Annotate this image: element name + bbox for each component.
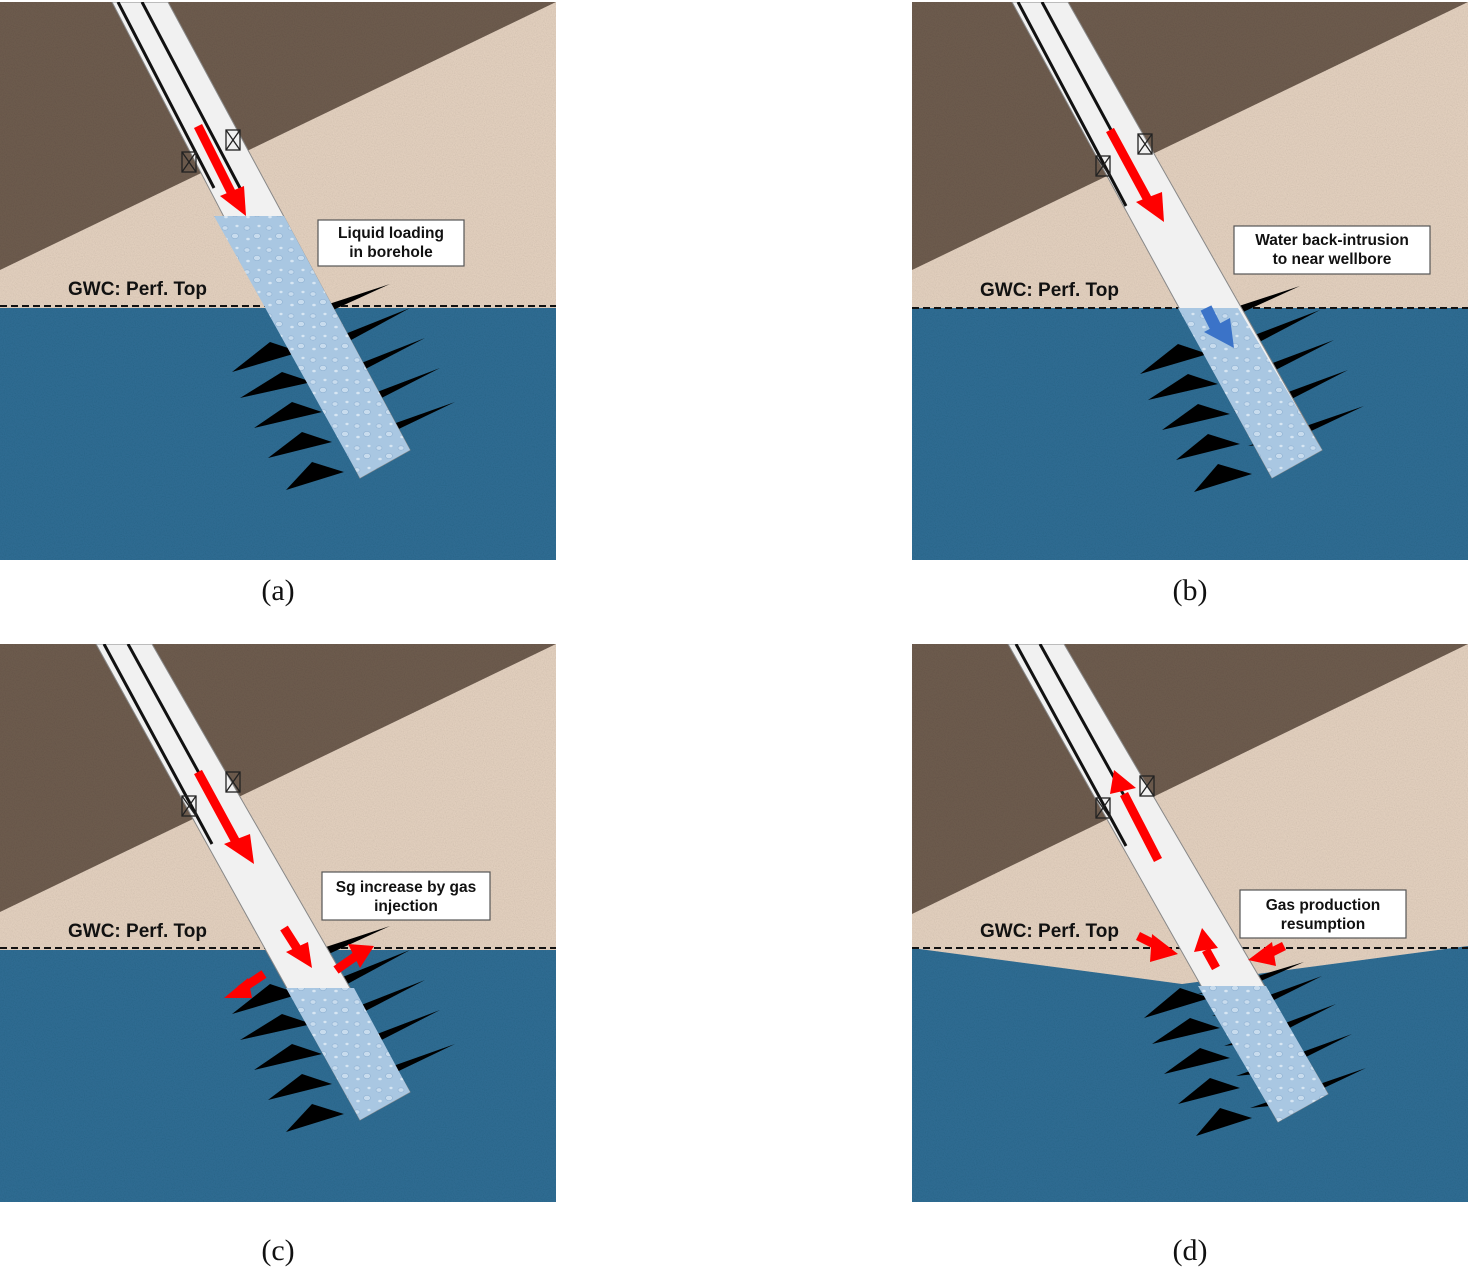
diagram-b: Water back-intrusion to near wellbore GW… [912,2,1468,560]
red-arrow-icon [224,970,267,998]
diagram-a: Liquid loading in borehole GWC: Perf. To… [0,2,556,560]
gwc-label: GWC: Perf. Top [68,921,207,942]
gwc-label: GWC: Perf. Top [980,921,1119,942]
red-arrow-icon [280,925,312,968]
caption-a: (a) [261,574,295,607]
panel-a: Liquid loading in borehole GWC: Perf. To… [0,2,556,560]
red-arrow-icon [1135,931,1178,962]
caption-d: (d) [1172,1234,1208,1267]
red-arrow-icon [333,944,374,974]
callout-line-1: Water back-intrusion [1255,232,1409,249]
caption-c: (c) [261,1234,295,1267]
callout-line-1: Sg increase by gas [336,879,476,896]
water-zone [912,946,1468,1202]
panel-c: Sg increase by gas injection GWC: Perf. … [0,644,556,1202]
caption-b: (b) [1172,574,1208,607]
perforations [232,926,455,1132]
diagram-c: Sg increase by gas injection GWC: Perf. … [0,644,556,1202]
red-arrow-icon [1106,127,1164,222]
liquid-column [286,988,410,1120]
diagram-d: Gas production resumption GWC: Perf. Top [912,644,1468,1202]
callout-line-2: injection [374,898,438,915]
water-zone [912,308,1468,560]
callout-box [1239,889,1407,939]
blue-arrow-icon [1200,305,1234,348]
callout-line-1: Liquid loading [338,225,444,242]
red-arrow-icon [1194,928,1220,971]
gwc-label: GWC: Perf. Top [68,279,207,300]
tubing-line-right [140,2,242,189]
callout-box [317,219,465,267]
red-arrow-icon [194,769,254,864]
callout-line-2: to near wellbore [1273,251,1392,268]
tubing-line-left [1016,2,1128,207]
callout-line-2: in borehole [349,244,433,261]
callout-line-2: resumption [1281,916,1365,933]
callout-line-1: Gas production [1266,897,1381,914]
tubing-line-left [102,644,214,845]
red-arrow-icon [193,123,246,216]
liquid-column [1178,308,1322,478]
gwc-label: GWC: Perf. Top [980,280,1119,301]
panel-d: Gas production resumption GWC: Perf. Top [912,644,1468,1202]
tubing-line-left [116,2,216,189]
panel-b: Water back-intrusion to near wellbore GW… [912,2,1468,560]
liquid-column [1198,986,1328,1122]
liquid-column [214,216,410,478]
red-arrow-icon [1110,770,1163,863]
tubing-line-left [1014,644,1128,847]
callout-box [321,871,491,921]
shale-layer [0,2,556,270]
callout-box [1233,225,1431,275]
red-arrow-icon [1248,941,1287,966]
